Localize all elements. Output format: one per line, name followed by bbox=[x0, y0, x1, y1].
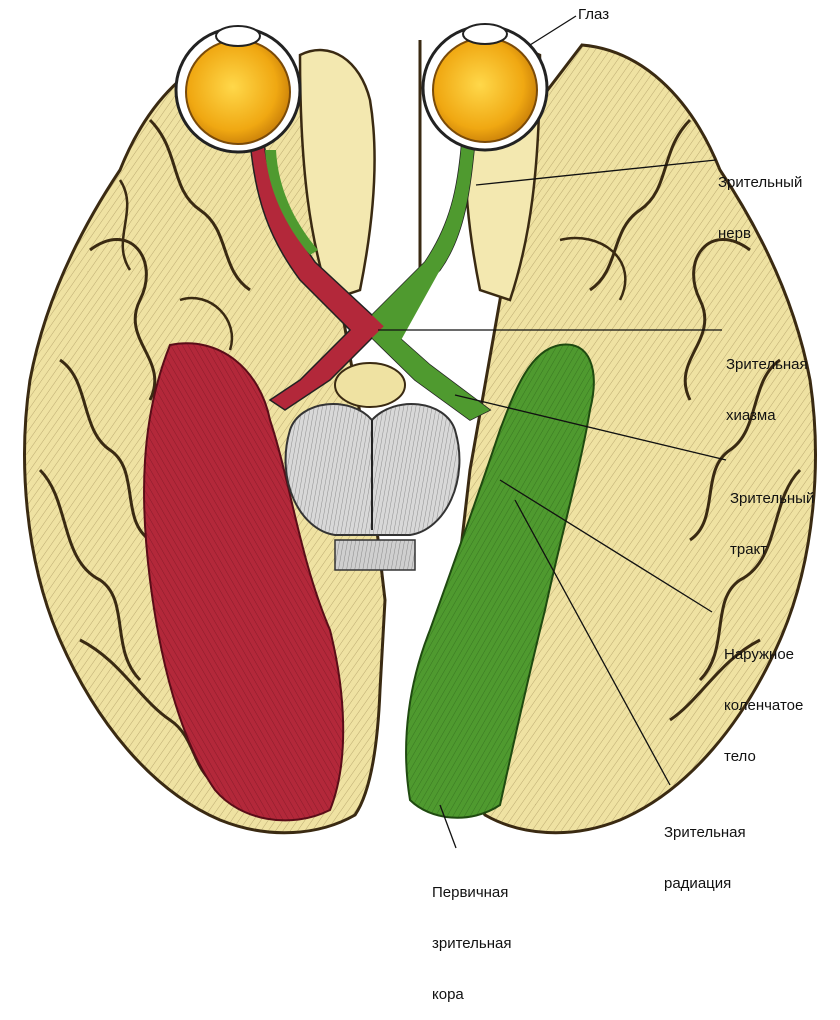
label-primary-visual-cortex-line1: Первичная bbox=[432, 884, 509, 901]
label-optic-nerve: Зрительный нерв bbox=[718, 140, 802, 259]
label-primary-visual-cortex-line2: зрительная bbox=[432, 935, 512, 952]
label-primary-visual-cortex-line3: кора bbox=[432, 986, 464, 1003]
brainstem bbox=[284, 362, 461, 571]
label-optic-chiasm-line2: хиазма bbox=[726, 407, 776, 424]
label-optic-tract-line2: тракт bbox=[730, 541, 768, 558]
label-lateral-geniculate-line1: Наружное bbox=[724, 646, 795, 663]
brain-illustration bbox=[23, 15, 817, 849]
label-optic-chiasm-line1: Зрительная bbox=[726, 356, 808, 373]
label-primary-visual-cortex: Первичная зрительная кора bbox=[432, 850, 511, 1020]
left-eye bbox=[174, 25, 302, 154]
visual-pathway-diagram: Глаз Зрительный нерв Зрительная хиазма З… bbox=[23, 6, 817, 1003]
label-optic-radiation-line2: радиация bbox=[664, 875, 732, 892]
label-optic-tract: Зрительный тракт bbox=[730, 456, 814, 575]
right-eye bbox=[421, 23, 549, 152]
label-lateral-geniculate-line2: коленчатое bbox=[724, 697, 804, 714]
label-optic-radiation-line1: Зрительная bbox=[664, 824, 746, 841]
label-optic-nerve-line2: нерв bbox=[718, 225, 751, 242]
label-optic-chiasm: Зрительная хиазма bbox=[726, 322, 808, 441]
label-lateral-geniculate: Наружное коленчатое тело bbox=[724, 612, 803, 782]
label-lateral-geniculate-line3: тело bbox=[724, 748, 756, 765]
label-optic-nerve-line1: Зрительный bbox=[718, 174, 803, 191]
leader-lines bbox=[378, 15, 727, 849]
label-optic-tract-line1: Зрительный bbox=[730, 490, 815, 507]
label-optic-radiation: Зрительная радиация bbox=[664, 790, 746, 909]
label-eye: Глаз bbox=[578, 6, 610, 23]
